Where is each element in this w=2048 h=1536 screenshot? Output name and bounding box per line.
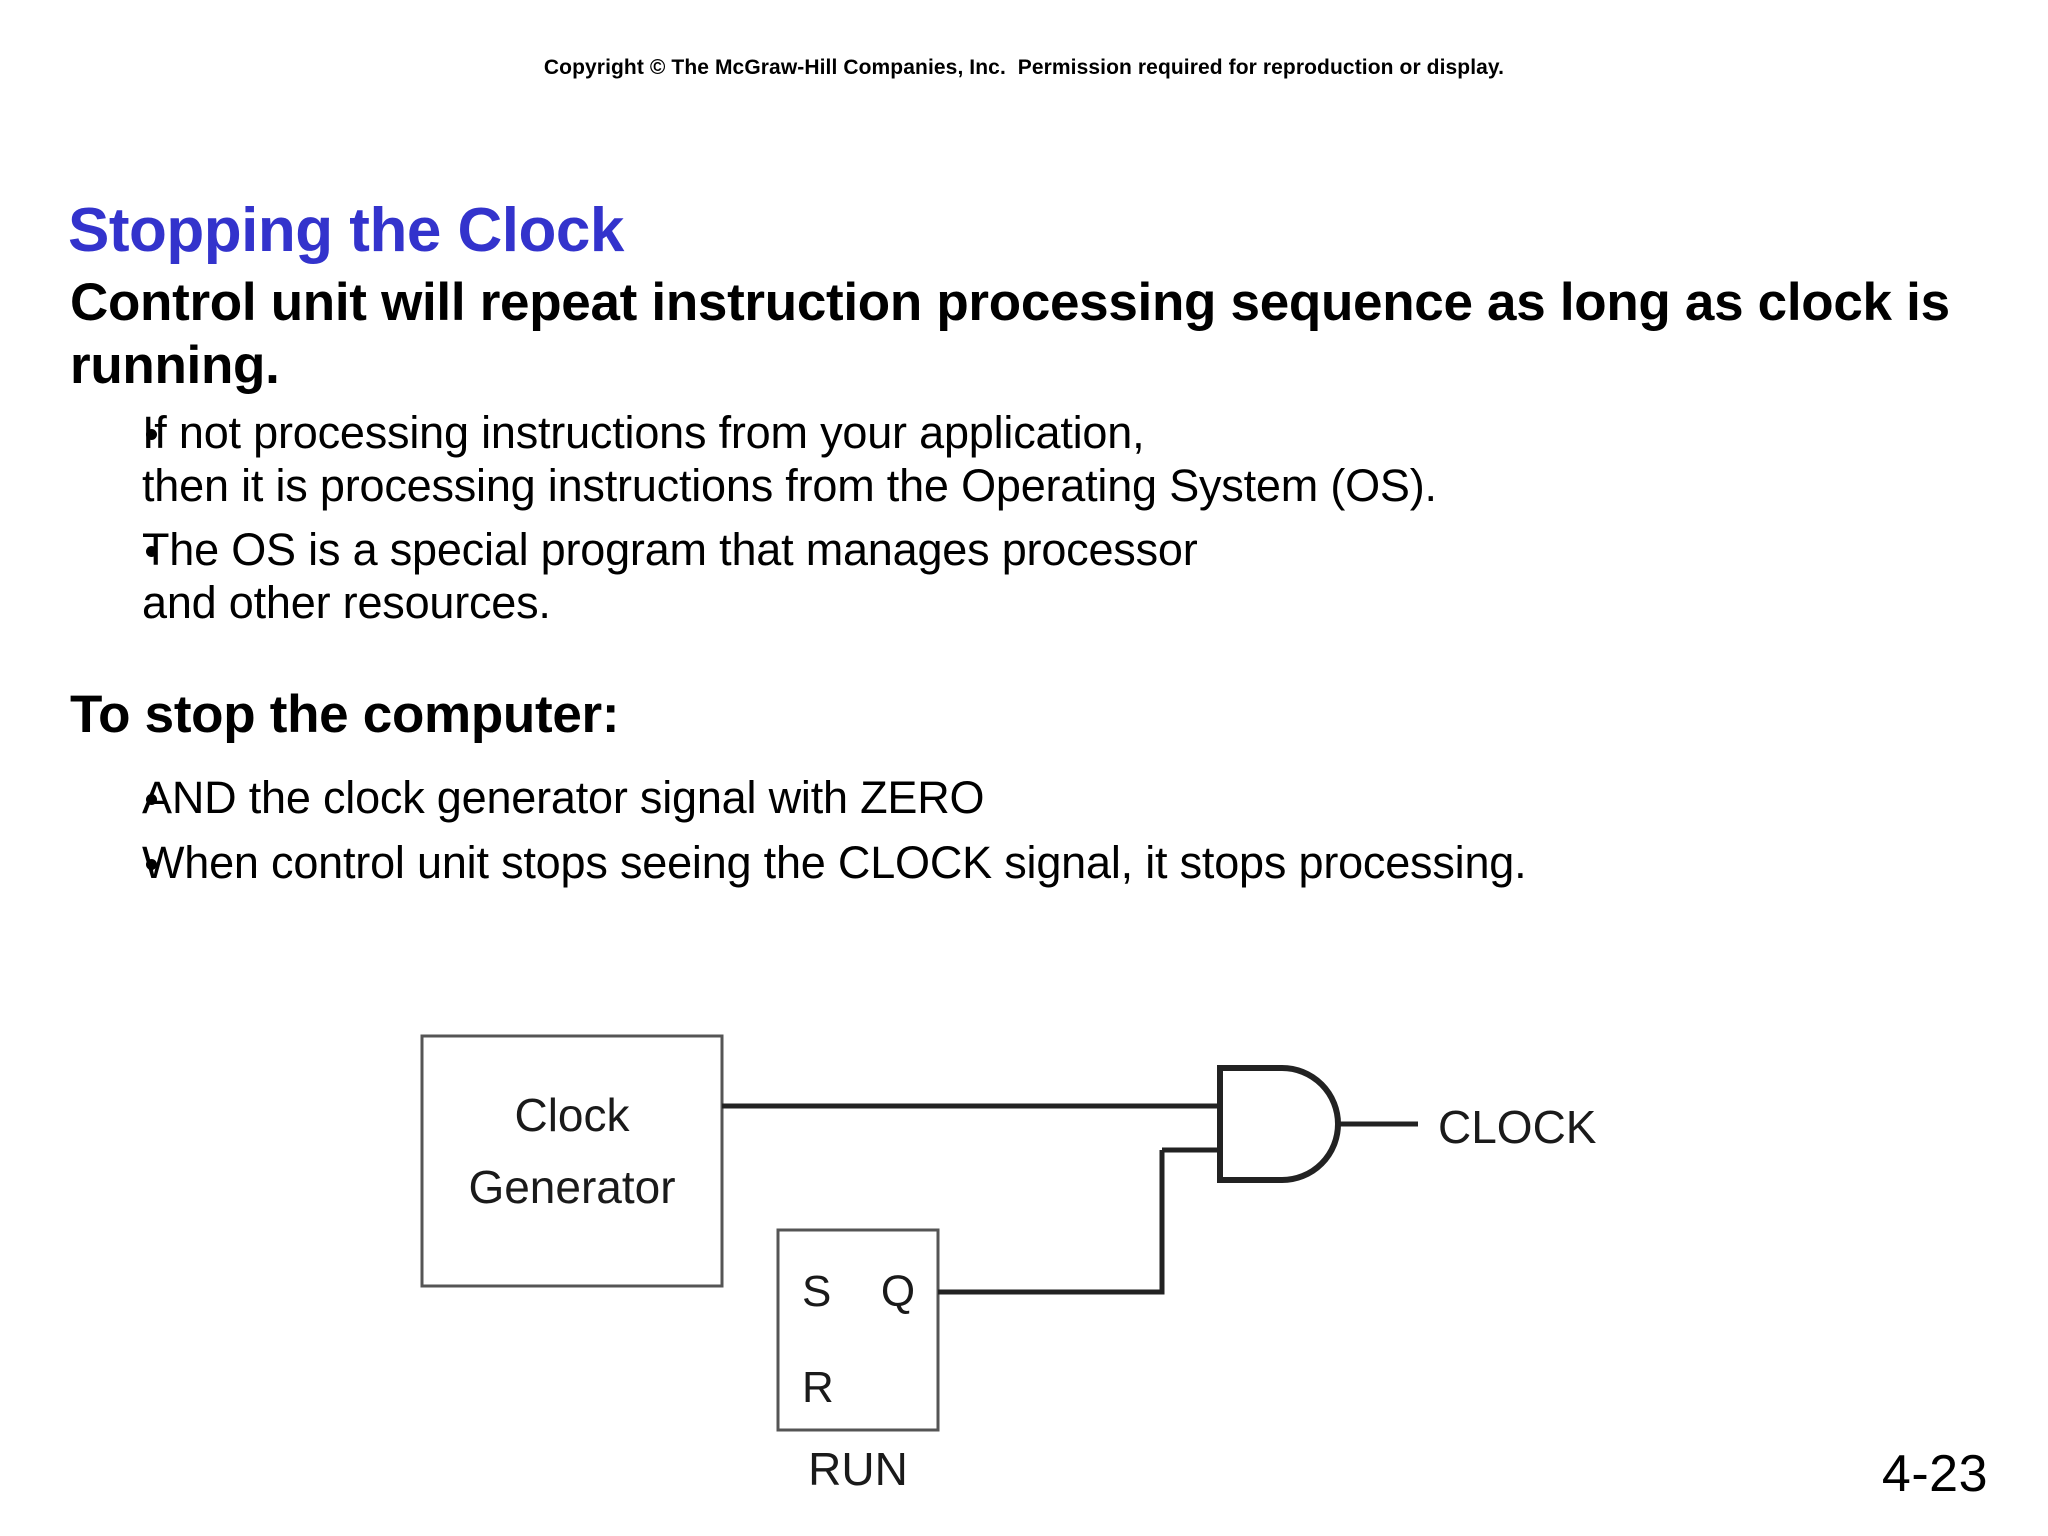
bullet-line-continuation: and other resources.	[142, 576, 551, 628]
lead-statement-2: To stop the computer:	[70, 684, 620, 744]
clock-generator-label-line1: Clock	[514, 1089, 630, 1141]
bullet-dot-icon	[146, 546, 157, 558]
bullet-dot-icon	[146, 429, 157, 441]
page-title: Stopping the Clock	[68, 195, 624, 265]
bullet-line: When control unit stops seeing the CLOCK…	[142, 836, 1527, 888]
slide-body: Control unit will repeat instruction pro…	[70, 272, 2000, 905]
bullet-list-2: AND the clock generator signal with ZERO…	[70, 772, 2000, 889]
latch-r-label: R	[802, 1363, 834, 1412]
list-item: When control unit stops seeing the CLOCK…	[70, 837, 2000, 890]
wire-q-to-and	[938, 1150, 1165, 1295]
clock-generator-box	[420, 1034, 724, 1288]
run-label: RUN	[808, 1443, 908, 1495]
bullet-line: The OS is a special program that manages…	[142, 524, 1198, 576]
clock-generator-label-line2: Generator	[468, 1161, 675, 1213]
list-item: AND the clock generator signal with ZERO	[70, 772, 2000, 825]
clock-stop-circuit-diagram: CLOCK Clock Generator S Q R RUN	[420, 1030, 1620, 1500]
bullet-line: If not processing instructions from your…	[142, 407, 1145, 459]
page-number: 4-23	[1881, 1445, 1988, 1503]
bullet-dot-icon	[146, 794, 157, 806]
latch-s-label: S	[802, 1267, 831, 1316]
and-gate-icon	[1217, 1065, 1341, 1183]
clock-output-label: CLOCK	[1438, 1101, 1597, 1153]
bullet-line: AND the clock generator signal with ZERO	[142, 772, 985, 824]
bullet-list-1: If not processing instructions from your…	[70, 407, 2000, 630]
copyright-notice: Copyright © The McGraw-Hill Companies, I…	[543, 56, 1505, 79]
lead-statement-1: Control unit will repeat instruction pro…	[70, 273, 1950, 395]
bullet-line-continuation: then it is processing instructions from …	[142, 459, 1437, 511]
bullet-dot-icon	[146, 858, 157, 870]
list-item: If not processing instructions from your…	[70, 407, 2000, 512]
latch-q-label: Q	[881, 1267, 915, 1316]
sr-latch-box	[776, 1228, 940, 1432]
list-item: The OS is a special program that manages…	[70, 524, 2000, 629]
